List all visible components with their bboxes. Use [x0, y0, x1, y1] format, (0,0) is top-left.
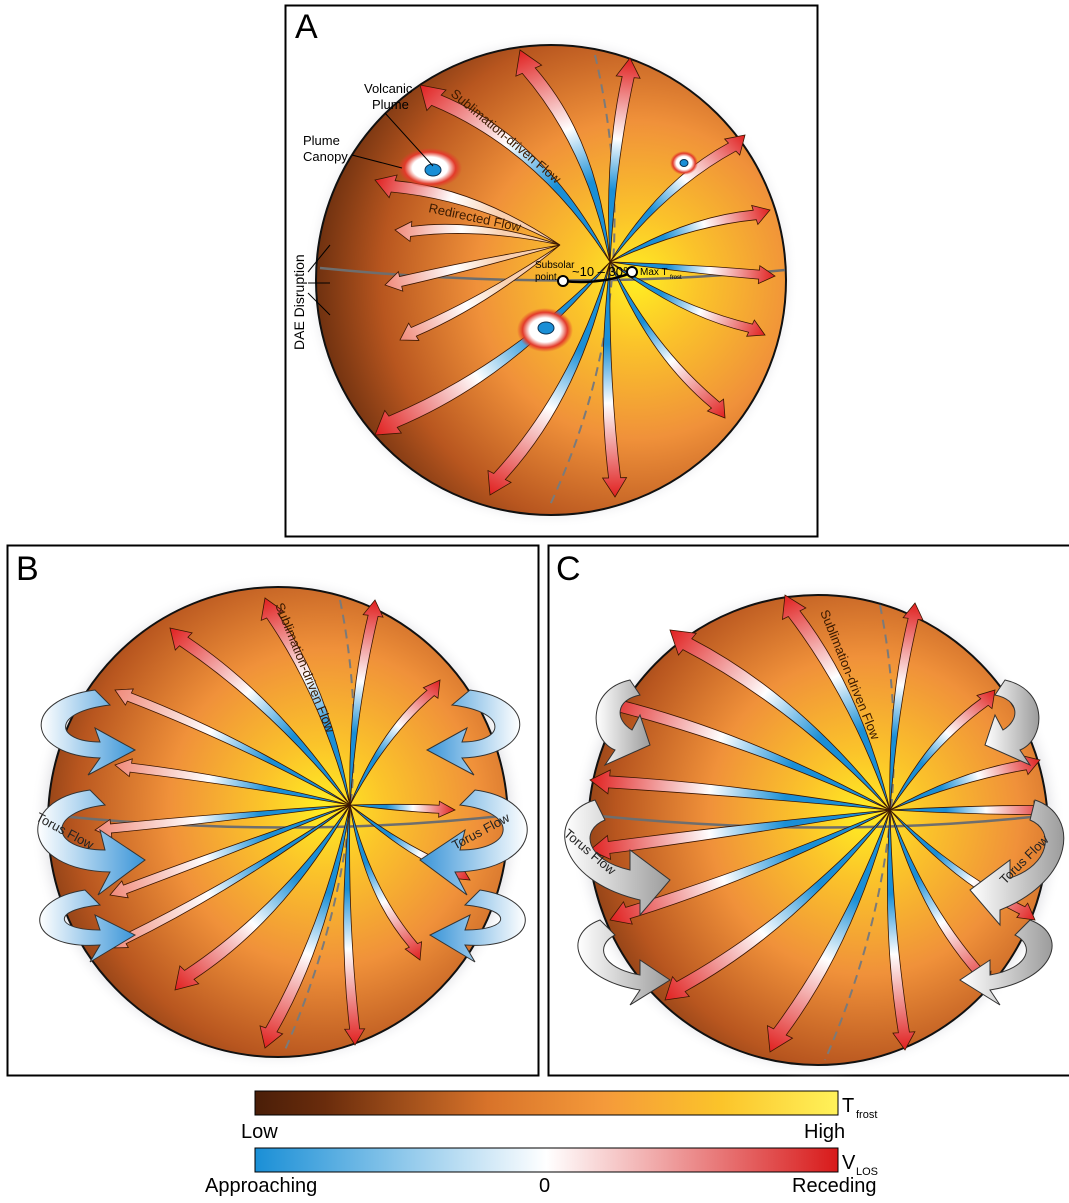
label-subsolar: Subsolar [535, 260, 575, 271]
panel-a-label: A [295, 8, 318, 46]
panel-b-label: B [16, 550, 39, 588]
panel-c-label: C [556, 550, 581, 588]
temperature-symbol: T [842, 1095, 854, 1117]
plume-vent-2 [680, 160, 688, 167]
velocity-approaching-label: Approaching [205, 1175, 317, 1197]
label-plume-canopy: Plume [303, 133, 340, 148]
temperature-high-label: High [804, 1121, 845, 1143]
label-dae-disruption: DAE Disruption [291, 254, 307, 350]
panel-c-globe: Torus Flow Torus Flow Sublimation-driven… [561, 582, 1066, 1078]
temperature-colorbar [255, 1091, 838, 1115]
panel-b-globe: Torus Flow Torus Flow Sublimation-driven… [30, 574, 527, 1070]
label-volcanic-plume-2: Plume [372, 97, 409, 112]
temperature-symbol-sub: frost [856, 1109, 877, 1121]
velocity-colorbar [255, 1148, 838, 1172]
label-subsolar-2: point [535, 272, 557, 283]
velocity-zero-label: 0 [539, 1175, 550, 1197]
label-plume-canopy-2: Canopy [303, 149, 348, 164]
label-angle: ~10 – 30° [572, 264, 628, 279]
subsolar-point-marker [558, 276, 568, 286]
plume-vent-3 [538, 322, 554, 334]
label-max-t: Max T [640, 267, 668, 278]
velocity-symbol: V [842, 1152, 856, 1174]
label-volcanic-plume: Volcanic [364, 81, 413, 96]
velocity-receding-label: Receding [792, 1175, 877, 1197]
temperature-low-label: Low [241, 1121, 278, 1143]
label-max-t-sub: frost [670, 275, 682, 281]
max-t-marker [627, 267, 637, 277]
legend: T frost Low High V LOS Approaching 0 Rec… [205, 1091, 878, 1197]
